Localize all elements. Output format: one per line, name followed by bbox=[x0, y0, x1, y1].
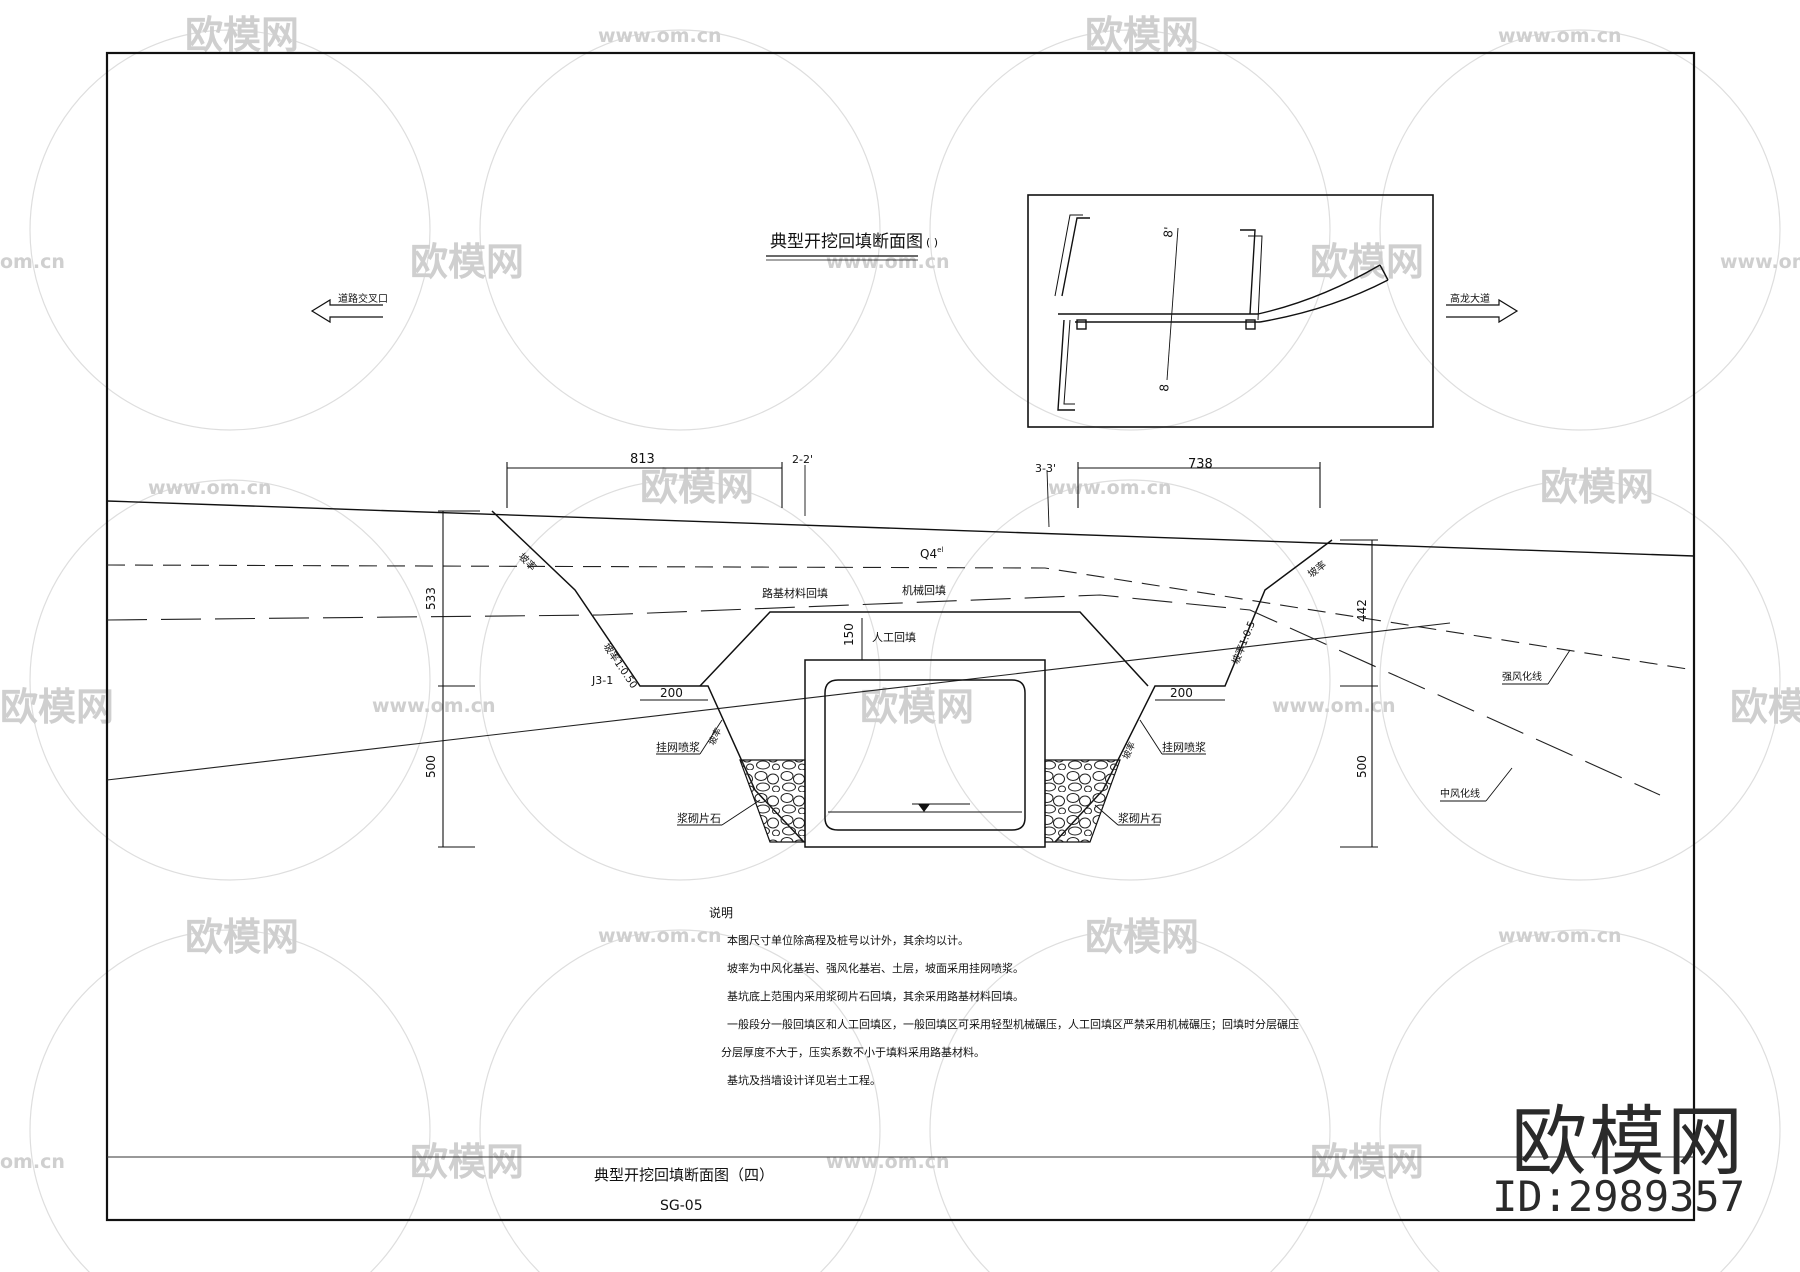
keyplan-mark-top: 8' bbox=[1161, 226, 1176, 238]
label-q4: Q4el bbox=[920, 546, 943, 561]
weathered-boundary-lower bbox=[106, 622, 1451, 781]
label-machine-backfill: 机械回填 bbox=[902, 583, 946, 597]
drawing-title-bracket: ( ) bbox=[926, 236, 938, 249]
section-mark-2: 2-2' bbox=[792, 453, 813, 466]
label-rubble-right: 浆砌片石 bbox=[1118, 811, 1162, 825]
watermark-url: www.om.cn bbox=[826, 1151, 950, 1173]
label-medium-weathered: 中风化线 bbox=[1440, 787, 1480, 800]
label-j-mark: J3-1 bbox=[591, 674, 613, 687]
keyplan-mark-bottom: 8 bbox=[1157, 383, 1172, 392]
watermark-brand-texts: 欧模网 欧模网 欧模网 欧模网 欧模网 欧模网 欧模网 欧模网 欧模网 欧模网 … bbox=[0, 13, 1800, 1184]
watermark-url: www.om.cn bbox=[598, 25, 722, 47]
notes-line-6: 基坑及挡墙设计详见岩土工程。 bbox=[727, 1073, 881, 1087]
watermark-url: www.om.cn bbox=[1272, 695, 1396, 717]
watermark-brand: 欧模网 bbox=[0, 685, 114, 729]
watermark-brand: 欧模网 bbox=[640, 465, 754, 509]
watermark-url: www.om.cn bbox=[1720, 251, 1800, 273]
watermark-brand: 欧模网 bbox=[1085, 915, 1199, 959]
watermark-brand: 欧模网 bbox=[1310, 1140, 1424, 1184]
watermark-url: www.om.cn bbox=[1498, 925, 1622, 947]
notes-line-2: 坡率为中风化基岩、强风化基岩、土层，坡面采用挂网喷浆。 bbox=[727, 961, 1024, 975]
label-slope-right-lower: 坡率1:0.5 bbox=[1229, 619, 1258, 666]
right-direction-arrow bbox=[1446, 298, 1519, 324]
ground-surface-line bbox=[106, 500, 1695, 557]
watermark-url: www.om.cn bbox=[1498, 25, 1622, 47]
watermark-brand: 欧模网 bbox=[185, 13, 299, 57]
label-manual-backfill: 人工回填 bbox=[872, 630, 916, 644]
watermark-logo-big: 欧模网 bbox=[1511, 1097, 1745, 1186]
top-dimension-right bbox=[1077, 462, 1321, 508]
weathered-boundary-upper bbox=[106, 564, 1695, 671]
watermark-brand: 欧模网 bbox=[185, 915, 299, 959]
watermark-url: www.om.cn bbox=[598, 925, 722, 947]
drawing-title: 典型开挖回填断面图 bbox=[770, 232, 923, 252]
dimension-berm-left: 200 bbox=[660, 686, 683, 700]
key-plan bbox=[1027, 194, 1434, 428]
notes-line-3: 基坑底上范围内采用浆砌片石回填，其余采用路基材料回填。 bbox=[727, 989, 1024, 1003]
label-strong-weathered: 强风化线 bbox=[1502, 670, 1542, 683]
watermark-url: www.om.cn bbox=[1048, 477, 1172, 499]
watermark-brand: 欧模网 bbox=[410, 1140, 524, 1184]
dimension-right-upper: 442 bbox=[1355, 599, 1369, 622]
top-dimension-left bbox=[506, 462, 783, 508]
section-mark-3: 3-3' bbox=[1035, 462, 1056, 475]
title-block-code: SG-05 bbox=[660, 1198, 703, 1214]
vertical-dimension-left bbox=[438, 510, 480, 848]
backfill-boundary bbox=[699, 611, 1149, 687]
watermark-url: www.om.cn bbox=[148, 477, 272, 499]
watermark-brand: 欧模网 bbox=[1540, 465, 1654, 509]
watermark-url: www.om.cn bbox=[372, 695, 496, 717]
watermark-brand: 欧模网 bbox=[860, 685, 974, 729]
watermark-brand: 欧模网 bbox=[410, 240, 524, 284]
label-slope-right-upper: 坡率 bbox=[1305, 558, 1329, 580]
notes-line-5: 分层厚度不大于，压实系数不小于填料采用路基材料。 bbox=[721, 1045, 985, 1059]
drawing-frame bbox=[105, 51, 1696, 1222]
left-direction-arrow bbox=[310, 298, 383, 324]
left-direction-label: 道路交叉口 bbox=[338, 292, 388, 305]
watermark-arcs bbox=[29, 29, 1781, 1272]
weathered-boundary-dashed bbox=[106, 594, 1661, 796]
watermark-url: om.cn bbox=[0, 251, 65, 273]
watermark-brand: 欧模网 bbox=[1310, 240, 1424, 284]
dimension-cover: 150 bbox=[842, 623, 856, 646]
dimension-left-lower: 500 bbox=[424, 755, 438, 778]
title-block-name: 典型开挖回填断面图（四） bbox=[594, 1166, 774, 1184]
watermark-brand: 欧模网 bbox=[1730, 685, 1800, 729]
label-mesh-spray-left: 挂网喷浆 bbox=[656, 740, 700, 754]
rubble-fill-right bbox=[1044, 759, 1121, 843]
label-mesh-spray-right: 挂网喷浆 bbox=[1162, 740, 1206, 754]
watermark-id: ID:2989357 bbox=[1492, 1172, 1745, 1221]
notes-line-1: 本图尺寸单位除高程及桩号以计外，其余均以计。 bbox=[727, 933, 969, 947]
notes-line-4: 一般段分一般回填区和人工回填区，一般回填区可采用轻型机械碾压，人工回填区严禁采用… bbox=[727, 1017, 1299, 1031]
label-slope-left-bottom: 坡率 bbox=[706, 726, 724, 747]
dimension-right-lower: 500 bbox=[1355, 755, 1369, 778]
label-rubble-left: 浆砌片石 bbox=[677, 811, 721, 825]
vertical-dimension-right bbox=[1340, 539, 1378, 848]
rubble-fill-left bbox=[739, 759, 806, 843]
dimension-left-upper: 533 bbox=[424, 587, 438, 610]
dimension-top-right: 738 bbox=[1188, 457, 1213, 472]
notes-heading: 说明 bbox=[709, 905, 733, 920]
dimension-top-left: 813 bbox=[630, 452, 655, 467]
right-direction-label: 高龙大道 bbox=[1450, 292, 1490, 305]
label-slope-left-upper: 坡率 bbox=[516, 550, 539, 573]
watermark-url: www.om.cn bbox=[826, 251, 950, 273]
dimension-berm-right: 200 bbox=[1170, 686, 1193, 700]
watermark-brand: 欧模网 bbox=[1085, 13, 1199, 57]
watermark-url: om.cn bbox=[0, 1151, 65, 1173]
culvert-box bbox=[804, 659, 1046, 848]
label-roadbed-backfill: 路基材料回填 bbox=[762, 586, 828, 600]
